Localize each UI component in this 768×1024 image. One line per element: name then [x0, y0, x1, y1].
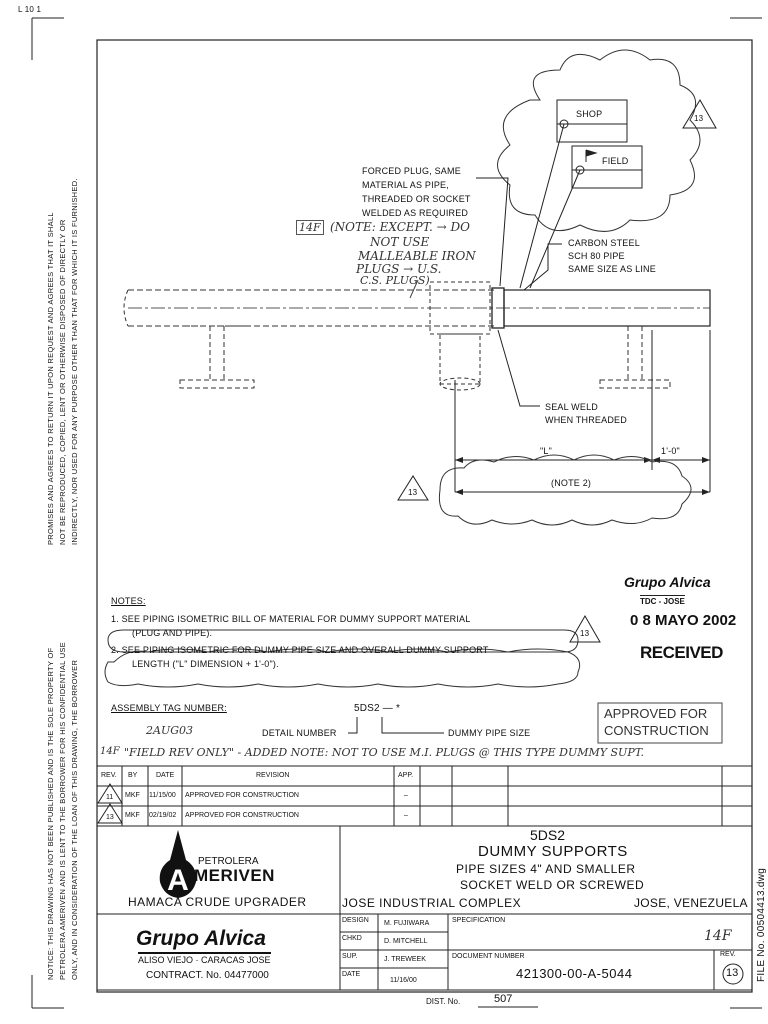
- sup-name: J. TREWEEK: [384, 956, 426, 963]
- hand-rev-marker: 14F: [100, 746, 120, 757]
- rev-marker-notes: 13: [580, 629, 590, 638]
- corner-mark: L 10 1: [18, 5, 42, 14]
- approved-line-2: CONSTRUCTION: [604, 723, 709, 738]
- hand-note-4: PLUGS → U.S.: [356, 262, 442, 276]
- carbon-steel-2: SCH 80 PIPE: [568, 251, 625, 261]
- detail-number-label: DETAIL NUMBER: [262, 728, 337, 738]
- doc-number-label: DOCUMENT NUMBER: [452, 953, 525, 960]
- dwg-subtitle-1: PIPE SIZES 4" AND SMALLER: [456, 862, 636, 876]
- doc-number: 421300-00-A-5044: [516, 966, 633, 981]
- rev-header-date: DATE: [156, 772, 175, 779]
- rev-header-by: BY: [128, 772, 138, 779]
- rev-header-rev: REV.: [101, 772, 117, 779]
- spec-label: SPECIFICATION: [452, 917, 506, 924]
- alvica-logo: Grupo Alvica: [136, 927, 266, 950]
- rev-row-1-by: MKF: [125, 792, 140, 799]
- logo-ameriven: MERIVEN: [194, 866, 275, 885]
- notice-line-4: PROMISES AND AGREES TO RETURN IT UPON RE…: [46, 212, 55, 545]
- note-2-line-2: LENGTH ("L" DIMENSION + 1'-0").: [132, 659, 279, 669]
- chkd-name: D. MITCHELL: [384, 938, 428, 945]
- dist-value: 507: [494, 993, 513, 1005]
- rev-value: 13: [726, 967, 739, 979]
- stamp-company: Grupo Alvica: [624, 574, 711, 590]
- forced-plug-4: WELDED AS REQUIRED: [362, 208, 469, 218]
- notice-line-6: INDIRECTLY, NOR USED FOR ANY PURPOSE OTH…: [70, 178, 79, 545]
- project-name: HAMACA CRUDE UPGRADER: [128, 895, 307, 909]
- assembly-heading: ASSEMBLY TAG NUMBER:: [111, 703, 227, 713]
- rev-row-1-rev: 11: [106, 794, 114, 801]
- rev-row-2-rev: 13: [106, 814, 114, 821]
- logo-petrolera: PETROLERA: [198, 856, 259, 867]
- pipe-size-label: DUMMY PIPE SIZE: [448, 728, 531, 738]
- hand-rev-note: "FIELD REV ONLY" - ADDED NOTE: NOT TO US…: [124, 746, 644, 759]
- carbon-steel-1: CARBON STEEL: [568, 238, 640, 248]
- chkd-label: CHKD: [342, 935, 362, 942]
- hand-note-1: (NOTE: EXCEPT. → DO: [330, 220, 470, 234]
- hand-rev-title: 14F: [704, 928, 732, 944]
- hand-marker: 14F: [296, 220, 324, 235]
- forced-plug-1: FORCED PLUG, SAME: [362, 166, 461, 176]
- rev-label: REV.: [720, 951, 736, 958]
- contract-number: CONTRACT. No. 04477000: [146, 970, 269, 981]
- hand-note-5: C.S. PLUGS): [360, 274, 430, 287]
- rev-header-app: APP.: [398, 772, 414, 779]
- forced-plug-3: THREADED OR SOCKET: [362, 194, 471, 204]
- note-1-line-1: 1. SEE PIPING ISOMETRIC BILL OF MATERIAL…: [111, 614, 471, 624]
- dim-l: "L": [540, 446, 552, 456]
- rev-marker-dim: 13: [408, 488, 418, 497]
- dist-label: DIST. No.: [426, 997, 461, 1006]
- dwg-code: 5DS2: [530, 827, 566, 843]
- stamp-received: RECEIVED: [640, 643, 723, 662]
- dwg-title: DUMMY SUPPORTS: [478, 843, 628, 860]
- approved-line-1: APPROVED FOR: [604, 706, 708, 721]
- notice-line-5: NOT BE REPRODUCED, COPIED, LENT OR OTHER…: [58, 219, 67, 545]
- date-value: 11/16/00: [390, 977, 417, 984]
- location: JOSE, VENEZUELA: [634, 896, 748, 910]
- assembly-tag: 5DS2 — *: [354, 703, 401, 714]
- field-label: FIELD: [602, 156, 629, 166]
- seal-weld-1: SEAL WELD: [545, 402, 598, 412]
- note2-ref: (NOTE 2): [551, 478, 592, 488]
- alvica-offices: ALISO VIEJO · CARACAS JOSE: [138, 952, 271, 965]
- note-2-line-1: 2. SEE PIPING ISOMETRIC FOR DUMMY PIPE S…: [111, 645, 489, 655]
- rev-row-1-date: 11/15/00: [149, 792, 176, 799]
- stamp-date: 0 8 MAYO 2002: [630, 612, 737, 629]
- dim-1ft: 1'-0": [661, 446, 680, 456]
- rev-row-2-date: 02/19/02: [149, 812, 177, 819]
- svg-text:A: A: [167, 864, 189, 897]
- rev-marker: 13: [694, 114, 704, 123]
- seal-weld-2: WHEN THREADED: [545, 415, 627, 425]
- notice-line-1: NOTICE: THIS DRAWING HAS NOT BEEN PUBLIS…: [46, 647, 55, 980]
- rev-header-revision: REVISION: [256, 772, 290, 779]
- rev-row-2-revision: APPROVED FOR CONSTRUCTION: [185, 812, 299, 819]
- stamp-dept: TDC - JOSE: [640, 595, 685, 606]
- shop-label: SHOP: [576, 109, 603, 119]
- hand-date: 2AUG03: [146, 724, 193, 737]
- notes-heading: NOTES:: [111, 596, 146, 606]
- rev-row-2-by: MKF: [125, 812, 140, 819]
- design-label: DESIGN: [342, 917, 369, 924]
- note-1-line-2: (PLUG AND PIPE).: [132, 628, 213, 638]
- forced-plug-2: MATERIAL AS PIPE,: [362, 180, 449, 190]
- notice-line-3: ONLY, AND IN CONSIDERATION OF THE LOAN O…: [70, 659, 79, 980]
- sup-label: SUP.: [342, 953, 358, 960]
- file-number: FILE No. 00504413.dwg: [756, 867, 767, 982]
- rev-row-1-revision: APPROVED FOR CONSTRUCTION: [185, 792, 299, 799]
- design-name: M. FUJIWARA: [384, 920, 430, 927]
- complex-name: JOSE INDUSTRIAL COMPLEX: [342, 896, 522, 910]
- rev-row-2-app: –: [404, 812, 408, 819]
- hand-note-2: NOT USE: [370, 235, 430, 249]
- rev-row-1-app: –: [404, 792, 408, 799]
- notice-line-2: PETROLERA AMERIVEN AND IS LENT TO THE BO…: [58, 641, 67, 980]
- date-label: DATE: [342, 971, 361, 978]
- dwg-subtitle-2: SOCKET WELD OR SCREWED: [460, 878, 645, 892]
- hand-note-3: MALLEABLE IRON: [358, 249, 476, 263]
- carbon-steel-3: SAME SIZE AS LINE: [568, 264, 656, 274]
